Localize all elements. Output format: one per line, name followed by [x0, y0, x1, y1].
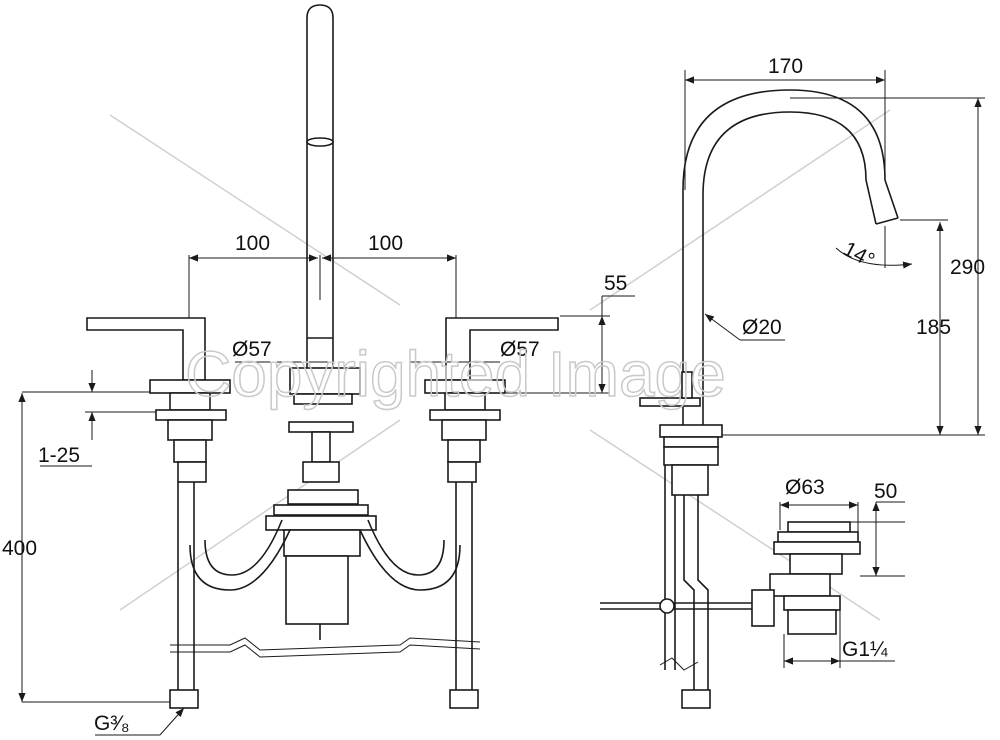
watermark-text: Copyrighted Image — [185, 338, 726, 410]
label-waste-height: 50 — [874, 480, 897, 503]
waste-assembly — [751, 521, 861, 635]
label-spout-height: 185 — [916, 316, 951, 339]
label-left-spacing: 100 — [235, 232, 270, 255]
side-view — [600, 89, 899, 709]
watermark-lines — [109, 109, 891, 621]
front-view — [86, 4, 559, 709]
label-connection-thread: G³⁄₈ — [94, 712, 130, 735]
label-spout-angle: 14° — [839, 237, 878, 272]
label-handle-height: 55 — [604, 272, 627, 295]
label-spout-diameter: Ø20 — [742, 316, 782, 339]
label-spout-reach: 170 — [768, 55, 803, 78]
label-waste-thread: G1¼ — [842, 638, 888, 661]
label-waste-diameter: Ø63 — [785, 476, 825, 499]
side-dimensions — [684, 70, 985, 668]
label-right-spacing: 100 — [368, 232, 403, 255]
label-deck-thickness: 1-25 — [38, 444, 80, 467]
front-dimensions — [18, 254, 635, 736]
label-left-handle-diameter: Ø57 — [232, 338, 272, 361]
label-total-height: 290 — [950, 256, 985, 279]
label-hose-length: 400 — [2, 537, 37, 560]
label-right-handle-diameter: Ø57 — [500, 338, 540, 361]
